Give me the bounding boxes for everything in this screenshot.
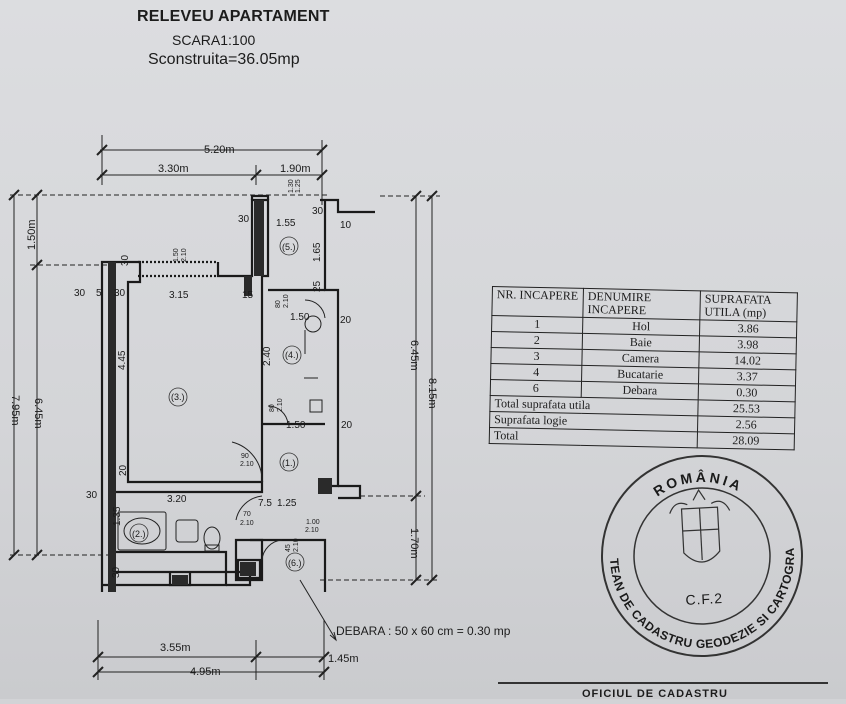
dim-right-645: 6.45m — [408, 340, 420, 371]
dim-bottom-355: 3.55m — [160, 642, 191, 654]
dim-20-kitchen: 20 — [340, 315, 352, 326]
dim-top-right: 1.90m — [280, 163, 311, 175]
door-90: 90 — [241, 453, 249, 460]
dim-150-hall: 1.50 — [286, 420, 306, 431]
coat-of-arms-icon — [669, 488, 731, 563]
dim-30-west-in: 30 — [114, 288, 126, 299]
room-label-4: (4.) — [285, 350, 299, 360]
dim-315: 3.15 — [169, 290, 189, 301]
dim-135: 1.35 — [112, 506, 123, 526]
bathtub-icon — [117, 511, 167, 551]
scale-label: SCARA1:100 — [172, 32, 256, 48]
dim-30-sw: 30 — [86, 490, 98, 501]
dim-20-room: 20 — [118, 464, 129, 476]
dim-75: 7.5 — [258, 498, 272, 509]
room-label-6: (6.) — [288, 558, 302, 568]
dim-right-170: 1.70m — [408, 528, 420, 559]
wall-hatch-partition — [244, 276, 252, 296]
dim-25: 25 — [312, 280, 323, 292]
dim-30-ne: 30 — [312, 206, 324, 217]
dim-15: 15 — [242, 290, 254, 301]
door-210-entry: 2.10 — [305, 527, 319, 534]
cell-nr: 1 — [491, 315, 583, 334]
dim-bottom-145: 1.45m — [328, 653, 359, 665]
sink-icon — [175, 519, 199, 543]
door-80-room: 80 — [269, 404, 276, 412]
stamp-code: C.F.2 — [685, 590, 723, 608]
wall-hatch-north — [254, 200, 264, 276]
wall-hatch-hall — [318, 478, 332, 494]
dim-10: 10 — [340, 220, 352, 231]
door-swings — [231, 299, 326, 561]
cell-nr: 3 — [490, 347, 583, 366]
door-210-debara: 2.10 — [293, 538, 300, 552]
dim-125-small: 1.25 — [295, 179, 302, 193]
dim-left-150: 1.50m — [26, 219, 38, 250]
door-210-bath: 2.10 — [240, 520, 254, 527]
dim-155: 1.55 — [276, 218, 296, 229]
door-210-hall: 2.10 — [240, 461, 254, 468]
footer-stamp-box: OFICIUL DE CADASTRU — [498, 682, 828, 704]
dim-5: 5 — [96, 288, 102, 299]
cell-nr: 6 — [490, 379, 582, 398]
dim-130: 1.30 — [288, 179, 295, 193]
door-210-room: 2.10 — [277, 398, 284, 412]
door-45: 45 — [285, 544, 292, 552]
win-210: 2.10 — [181, 248, 188, 262]
col-header-name: DENUMIRE INCAPERE — [582, 288, 701, 320]
dim-30-nw: 30 — [120, 254, 131, 266]
dim-30-north: 30 — [238, 214, 250, 225]
dim-top-total: 5.20m — [204, 144, 235, 156]
dim-right-815: 8.15m — [426, 378, 438, 409]
door-210-kitchen: 2.10 — [283, 294, 290, 308]
dim-165: 1.65 — [312, 242, 323, 262]
room-label-1: (1.) — [282, 458, 296, 468]
cell-nr: 2 — [491, 331, 583, 350]
dim-top-left: 3.30m — [158, 163, 189, 175]
page-title: RELEVEU APARTAMENT — [137, 8, 330, 25]
dim-30-south: 30 — [111, 566, 122, 578]
footer-text: OFICIUL DE CADASTRU — [582, 688, 728, 700]
toilet-icon — [203, 526, 221, 550]
win-150: 1.50 — [173, 248, 180, 262]
door-80-kitchen: 80 — [275, 300, 282, 308]
dim-125: 1.25 — [277, 498, 297, 509]
bathroom-fixtures — [117, 511, 221, 552]
rooms-area-table: NR. INCAPERE DENUMIRE INCAPERE SUPRAFATA… — [489, 286, 798, 450]
room-label-3: (3.) — [171, 392, 185, 402]
room-label-5: (5.) — [282, 242, 296, 252]
dim-bottom-495: 4.95m — [190, 666, 221, 678]
col-header-nr: NR. INCAPERE — [491, 286, 584, 318]
door-70: 70 — [243, 511, 251, 518]
dim-320: 3.20 — [167, 494, 187, 505]
cell-nr: 4 — [490, 363, 582, 382]
dim-20-hall: 20 — [341, 420, 353, 431]
dim-445: 4.45 — [117, 350, 128, 370]
dim-30-west-out: 30 — [74, 288, 86, 299]
dim-150-kitchen: 1.50 — [290, 312, 310, 323]
dim-left-645: 6.45m — [32, 398, 44, 429]
col-header-area: SUPRAFATA UTILA (mp) — [699, 290, 798, 322]
total-value: 28.09 — [697, 431, 795, 450]
dim-240: 2.40 — [262, 346, 273, 366]
door-100: 1.00 — [306, 519, 320, 526]
debara-leader-line — [299, 579, 337, 641]
wall-hatch-west — [108, 262, 116, 592]
built-area-label: Sconstruita=36.05mp — [148, 51, 300, 68]
room-label-2: (2.) — [132, 529, 146, 539]
debara-note: DEBARA : 50 x 60 cm = 0.30 mp — [336, 624, 511, 638]
dim-left-795: 7.95m — [9, 395, 21, 426]
